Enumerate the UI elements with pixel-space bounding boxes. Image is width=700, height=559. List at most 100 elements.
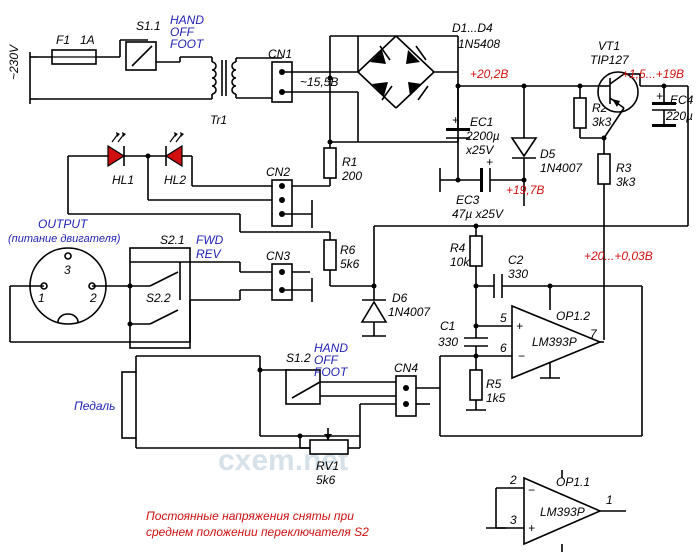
- ec1-label: EC1: [470, 115, 493, 129]
- d1d4-part: 1N5408: [458, 37, 500, 51]
- cn2-label: CN2: [266, 165, 290, 179]
- r1-value: 200: [341, 169, 362, 183]
- transistor-vt1: VT1 TIP127: [590, 39, 641, 139]
- r1-label: R1: [342, 155, 357, 169]
- fwd-label: FWD: [196, 233, 224, 247]
- op11-label: OP1.1: [556, 475, 590, 489]
- c1-value: 330: [438, 335, 458, 349]
- resistor-r4: R4 10k: [450, 223, 483, 326]
- output-ru-label: (питание двигателя): [8, 233, 121, 245]
- r2-value: 3k3: [592, 115, 612, 129]
- resistor-r3: R3 3k3: [597, 135, 636, 340]
- potentiometer-rv1: RV1 5k6: [299, 428, 360, 487]
- svg-text:+: +: [486, 155, 493, 169]
- r4-label: R4: [450, 241, 466, 255]
- capacitor-ec3: + EC3 47µ x25V +19,7B: [439, 155, 544, 221]
- off2-label: OFF: [314, 353, 339, 367]
- ec1-value: 2200µ: [465, 129, 500, 143]
- din-pin1: 1: [38, 291, 45, 305]
- resistor-r6: R6 5k6: [292, 232, 374, 287]
- cn3-label: CN3: [266, 249, 290, 263]
- off1-label: OFF: [170, 25, 195, 39]
- note-line2: среднем положении переключателя S2: [146, 525, 369, 539]
- led-hl1: HL1: [68, 132, 134, 187]
- s22-label: S2.2: [146, 291, 171, 305]
- f1-rating: 1A: [80, 33, 95, 47]
- comparator-op1-2: + − 5 6 7 LM393P OP1.2: [476, 304, 604, 380]
- connector-cn2: CN2: [266, 165, 293, 227]
- op12-part: LM393P: [532, 335, 577, 349]
- s21-label: S2.1: [160, 233, 185, 247]
- connector-cn3: CN3: [266, 249, 293, 301]
- din-pin2: 2: [89, 291, 97, 305]
- op11-pin2: 2: [509, 473, 517, 487]
- s12-label: S1.2: [286, 351, 311, 365]
- r6-value: 5k6: [340, 257, 360, 271]
- v-fb-label: +20...+0,03B: [584, 249, 653, 263]
- pedal-label: Педаль: [74, 399, 115, 413]
- resistor-r1: R1 200: [292, 142, 362, 187]
- ec4-value: 220µ: [665, 109, 693, 123]
- rev-label: REV: [196, 247, 222, 261]
- d5-part: 1N4007: [540, 161, 583, 175]
- d1d4-label: D1...D4: [452, 21, 493, 35]
- ec3-label: EC3: [456, 193, 480, 207]
- op12-pin5: 5: [500, 311, 507, 325]
- capacitor-c1: C1 330: [438, 319, 488, 356]
- tr1-label: Tr1: [210, 113, 227, 127]
- footnote: Постоянные напряжения сняты при среднем …: [146, 509, 369, 539]
- note-line1: Постоянные напряжения сняты при: [146, 509, 354, 523]
- d6-label: D6: [392, 291, 408, 305]
- r3-label: R3: [616, 161, 632, 175]
- rv1-value: 5k6: [316, 473, 336, 487]
- ec4-label: EC4: [670, 93, 694, 107]
- svg-text:+: +: [452, 113, 459, 127]
- capacitor-ec1: + EC1 2200µ x25V: [446, 86, 500, 180]
- op11-part: LM393P: [540, 505, 585, 519]
- ec1-voltage: x25V: [465, 143, 494, 157]
- op11-pin3: 3: [510, 513, 517, 527]
- connector-cn4: CN4: [394, 361, 418, 417]
- connector-cn1: CN1: [268, 47, 293, 103]
- ac-voltage-label: ~15,5B: [300, 75, 338, 89]
- foot1-label: FOOT: [170, 37, 205, 51]
- capacitor-c2: C2 330: [473, 253, 551, 310]
- resistor-r5: R5 1k5: [466, 356, 506, 411]
- output-connector: OUTPUT (питание двигателя) 3 1 2: [8, 217, 121, 325]
- d6-part: 1N4007: [388, 305, 431, 319]
- r5-value: 1k5: [486, 391, 506, 405]
- hl2-label: HL2: [164, 173, 186, 187]
- v-ec3-label: +19,7B: [506, 183, 544, 197]
- cn4-label: CN4: [394, 361, 418, 375]
- cn1-label: CN1: [268, 47, 292, 61]
- hand2-label: HAND: [314, 341, 348, 355]
- led-hl2: HL2: [164, 132, 192, 187]
- svg-text:−: −: [518, 349, 525, 363]
- switch-s1-2: S1.2 HAND OFF FOOT: [260, 341, 400, 405]
- c1-label: C1: [440, 319, 455, 333]
- vt1-label: VT1: [598, 39, 620, 53]
- bridge-rectifier: D1...D4 1N5408: [327, 21, 500, 145]
- ec3-value: 47µ x25V: [452, 207, 504, 221]
- din-pin3: 3: [64, 263, 71, 277]
- vt1-part: TIP127: [590, 53, 630, 67]
- r4-value: 10k: [450, 255, 470, 269]
- hand1-label: HAND: [170, 13, 204, 27]
- diode-d5: D5 1N4007: [510, 83, 583, 206]
- svg-text:+: +: [516, 319, 523, 333]
- s11-label: S1.1: [136, 19, 161, 33]
- d5-label: D5: [540, 147, 556, 161]
- fuse-f1: F1 1A: [51, 33, 97, 65]
- c2-value: 330: [508, 267, 528, 281]
- f1-label: F1: [56, 33, 70, 47]
- mains-input: ~230V: [7, 44, 52, 104]
- svg-text:−: −: [528, 483, 535, 497]
- v-out-label: +1,5...+19B: [622, 67, 684, 81]
- op11-pin1: 1: [606, 493, 613, 507]
- svg-text:+: +: [656, 89, 663, 103]
- svg-text:+: +: [528, 521, 535, 535]
- op12-label: OP1.2: [556, 309, 590, 323]
- switch-s2: S2.1 FWD REV S2.2: [127, 233, 240, 349]
- rv1-label: RV1: [316, 459, 339, 473]
- r3-value: 3k3: [616, 175, 636, 189]
